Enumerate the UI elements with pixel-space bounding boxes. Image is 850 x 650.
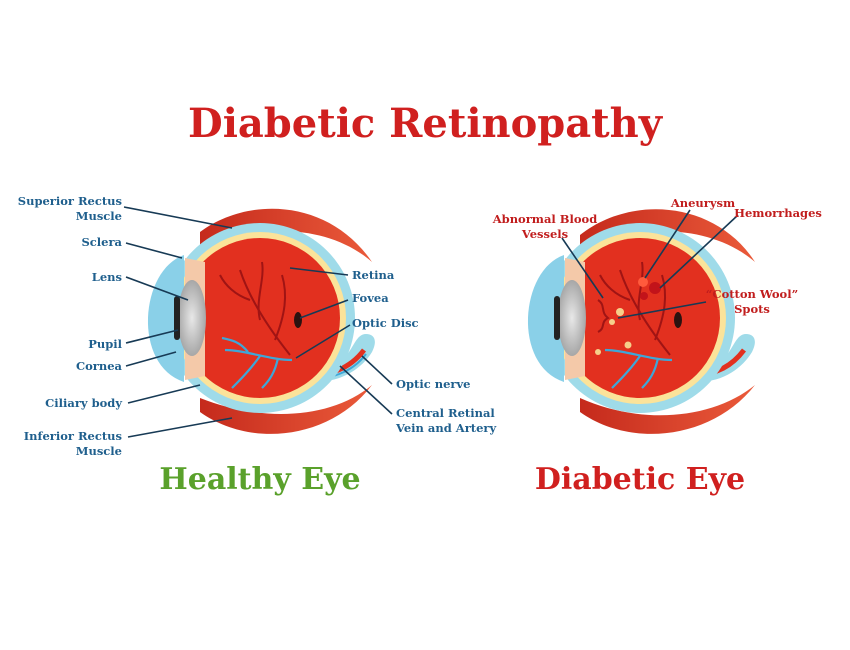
- label-cotton-wool-line2: Spots: [734, 302, 770, 316]
- diabetic-eye-caption: Diabetic Eye: [534, 462, 746, 497]
- cotton-wool-spot-1: [616, 308, 624, 316]
- cotton-wool-spot-2: [609, 319, 615, 325]
- diabetic-inferior-rectus-muscle: [580, 385, 755, 434]
- aneurysm-spot: [638, 277, 648, 287]
- cotton-wool-spot-3: [624, 341, 632, 349]
- label-optic-nerve: Optic nerve: [396, 377, 470, 391]
- page-title: Diabetic Retinopathy: [188, 100, 662, 147]
- lens: [178, 280, 206, 356]
- healthy-eye: [147, 208, 375, 434]
- retinal-vessels-red: [219, 261, 291, 356]
- label-sclera: Sclera: [81, 235, 122, 249]
- label-pupil: Pupil: [88, 337, 122, 351]
- label-optic-disc: Optic Disc: [352, 316, 419, 330]
- pupil: [174, 296, 180, 340]
- healthy-leader-lines: [123, 206, 393, 438]
- label-cornea: Cornea: [76, 359, 123, 373]
- diabetic-pupil: [554, 296, 560, 340]
- diabetic-eye: [527, 209, 755, 434]
- diabetic-cornea: [527, 255, 564, 382]
- healthy-eye-caption: Healthy Eye: [159, 462, 361, 497]
- label-hemorrhages: Hemorrhages: [734, 206, 822, 220]
- hemorrhage-spot-1: [649, 282, 661, 294]
- label-central-retinal-line2: Vein and Artery: [395, 421, 496, 435]
- label-abnormal-vessels-line2: Vessels: [521, 227, 568, 241]
- label-lens: Lens: [92, 270, 122, 284]
- diabetic-fovea: [674, 312, 682, 328]
- diabetic-leader-lines: [561, 209, 739, 319]
- label-central-retinal-line1: Central Retinal: [396, 406, 495, 420]
- label-abnormal-vessels-line1: Abnormal Blood: [492, 212, 598, 226]
- superior-rectus-muscle: [200, 208, 372, 262]
- label-aneurysm: Aneurysm: [670, 196, 735, 210]
- label-inferior-rectus-line1: Inferior Rectus: [24, 429, 122, 443]
- label-superior-rectus-line2: Muscle: [76, 209, 122, 223]
- hemorrhage-spot-2: [640, 292, 648, 300]
- retinal-vessels-blue: [221, 336, 293, 389]
- cornea: [147, 255, 184, 382]
- label-cotton-wool-line1: “Cotton Wool”: [706, 287, 798, 301]
- label-superior-rectus-line1: Superior Rectus: [18, 194, 122, 208]
- inferior-rectus-muscle: [200, 385, 372, 434]
- fovea: [294, 312, 302, 328]
- label-fovea: Fovea: [352, 291, 389, 305]
- diabetic-lens: [558, 280, 586, 356]
- diabetic-vessels-blue: [604, 348, 673, 389]
- label-ciliary-body: Ciliary body: [45, 396, 122, 410]
- label-inferior-rectus-line2: Muscle: [76, 444, 122, 458]
- diabetic-superior-rectus-muscle: [580, 209, 755, 262]
- cotton-wool-spot-4: [595, 349, 601, 355]
- diabetic-vessels-red: [597, 261, 671, 356]
- label-retina: Retina: [352, 268, 395, 282]
